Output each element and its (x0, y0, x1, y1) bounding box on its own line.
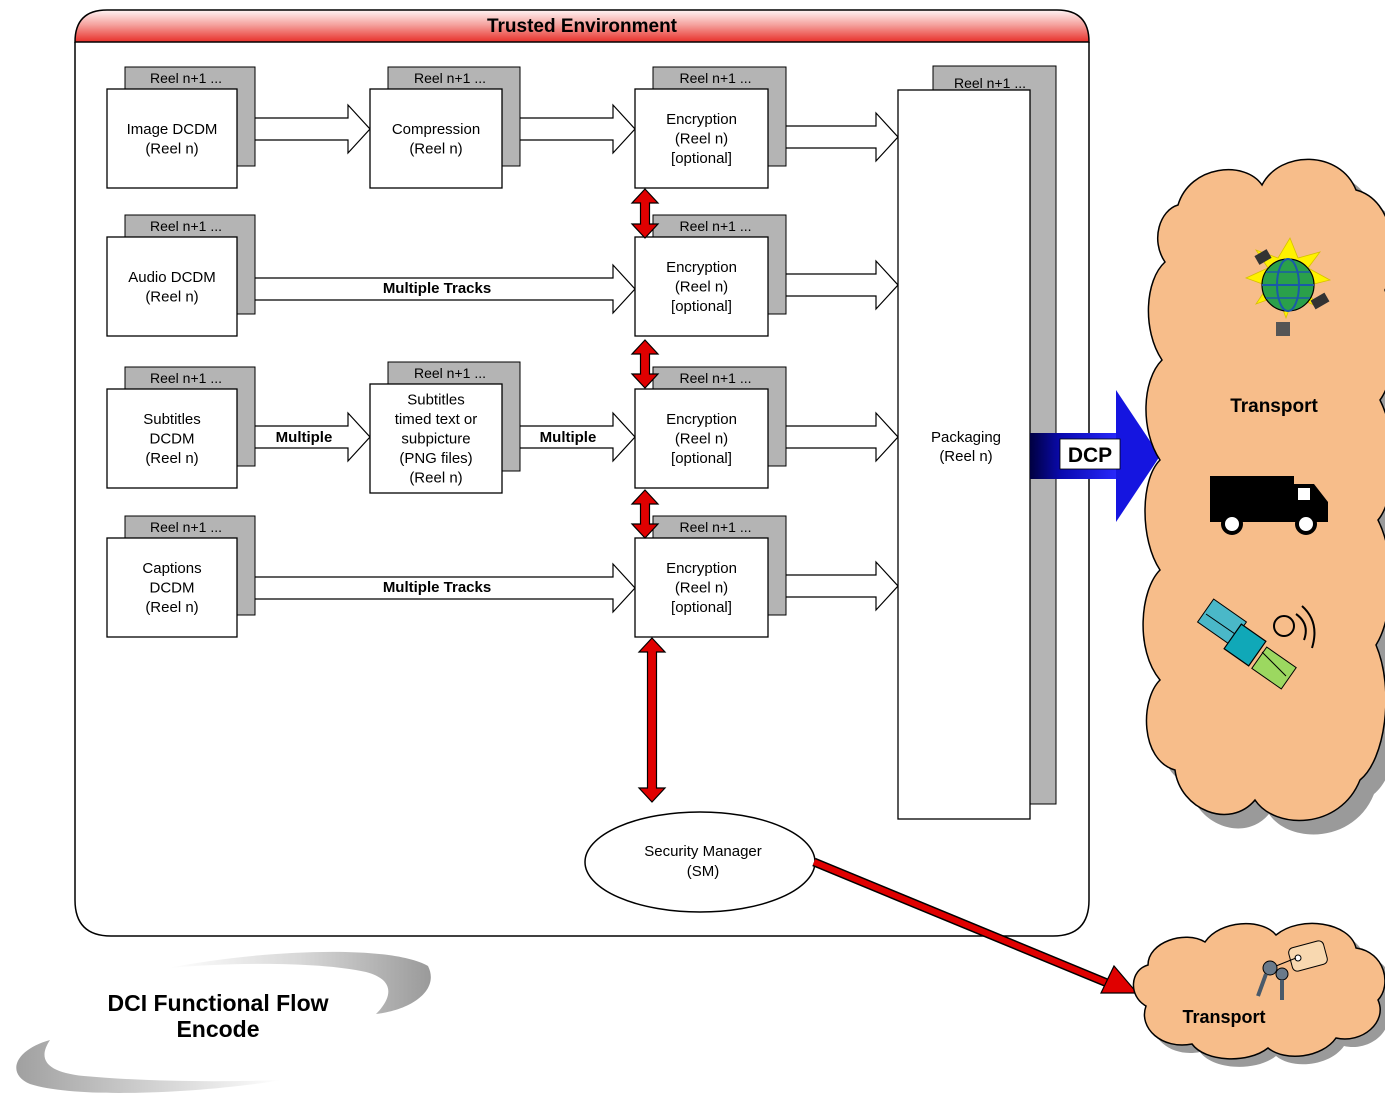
image-dcdm: Reel n+1 ... Image DCDM (Reel n) (106, 66, 256, 189)
truck-icon (1210, 476, 1328, 535)
security-manager: Security Manager (SM) (584, 811, 816, 913)
transport-cloud: Transport (1142, 158, 1385, 835)
encryption-4-label-2: [optional] (671, 599, 732, 616)
compression-label-1: (Reel n) (409, 140, 462, 157)
key-transport-label: Transport (1182, 1007, 1265, 1027)
encryption-3: Reel n+1 ... Encryption (Reel n) [optional] (634, 366, 787, 489)
process-boxes: Reel n+1 ...Image DCDM(Reel n)Reel n+1 .… (106, 65, 1057, 820)
encryption-3-label-2: [optional] (671, 450, 732, 467)
audio-dcdm-label-0: Audio DCDM (128, 269, 216, 286)
compression-next-reel-label: Reel n+1 ... (414, 70, 486, 86)
encryption-4-label-0: Encryption (666, 560, 737, 577)
key-arrow-enc4-security-manager (637, 637, 667, 803)
image-dcdm-next-reel-label: Reel n+1 ... (150, 70, 222, 86)
subtitles-dcdm-label-1: DCDM (150, 431, 195, 448)
audio-dcdm: Reel n+1 ... Audio DCDM (Reel n) (106, 214, 256, 337)
subtitles-dcdm-label-2: (Reel n) (145, 450, 198, 467)
key-arrows (630, 188, 667, 803)
encryption-2: Reel n+1 ... Encryption (Reel n) [optional] (634, 214, 787, 337)
encryption-1-box (634, 88, 769, 189)
compression-label-0: Compression (392, 121, 480, 138)
encryption-4-label-1: (Reel n) (675, 580, 728, 597)
captions-dcdm-label-2: (Reel n) (145, 599, 198, 616)
subtitle-processing-box (369, 383, 503, 494)
key-arrow-enc1-enc2 (630, 188, 660, 239)
keys-icon (1256, 940, 1328, 1000)
footer-title: DCI Functional Flow Encode (16, 951, 431, 1093)
encryption-3-box (634, 388, 769, 489)
audio-tracks-label: Multiple Tracks (383, 280, 491, 297)
compression: Reel n+1 ... Compression (Reel n) (369, 66, 521, 189)
arrow-audio-to-encryption (236, 263, 636, 315)
subtitles-dcdm-label-0: Subtitles (143, 411, 201, 428)
encryption-2-label-2: [optional] (671, 298, 732, 315)
encryption-1-label-2: [optional] (671, 150, 732, 167)
captions-tracks-label: Multiple Tracks (383, 579, 491, 596)
encryption-3-label-0: Encryption (666, 411, 737, 428)
encryption-2-label-0: Encryption (666, 259, 737, 276)
encryption-1-next-reel-label: Reel n+1 ... (680, 70, 752, 86)
key-transport-cloud: Transport (1132, 922, 1385, 1067)
subtitle-processing-label-3: (PNG files) (399, 450, 472, 467)
dcp-arrow: DCP (1030, 390, 1160, 522)
key-arrow-enc2-enc3 (630, 339, 660, 389)
subtitles-multiple-label-b: Multiple (540, 429, 597, 446)
transport-label: Transport (1230, 396, 1318, 417)
trusted-environment-header (74, 9, 1090, 43)
encryption-4-box (634, 537, 769, 638)
packaging: Reel n+1 ... Packaging (Reel n) (897, 65, 1057, 820)
audio-dcdm-next-reel-label: Reel n+1 ... (150, 218, 222, 234)
subtitle-processing-label-2: subpicture (401, 431, 470, 448)
encryption-1: Reel n+1 ... Encryption (Reel n) [optional] (634, 66, 787, 189)
trusted-environment-title: Trusted Environment (487, 16, 678, 37)
footer-title-line2: Encode (176, 1016, 259, 1042)
encryption-4-next-reel-label: Reel n+1 ... (680, 519, 752, 535)
captions-dcdm-next-reel-label: Reel n+1 ... (150, 519, 222, 535)
encryption-2-box (634, 236, 769, 337)
footer-title-line1: DCI Functional Flow (107, 990, 328, 1016)
subtitle-processing-next-reel-label: Reel n+1 ... (414, 365, 486, 381)
subtitle-processing-label-0: Subtitles (407, 392, 465, 409)
key-arrow-enc3-enc4 (630, 489, 660, 539)
subtitles-dcdm-box (106, 388, 238, 489)
encryption-1-label-0: Encryption (666, 111, 737, 128)
encryption-3-next-reel-label: Reel n+1 ... (680, 370, 752, 386)
encryption-4: Reel n+1 ... Encryption (Reel n) [optional] (634, 515, 787, 638)
subtitles-multiple-label-a: Multiple (276, 429, 333, 446)
image-dcdm-label-1: (Reel n) (145, 140, 198, 157)
subtitle-processing-label-4: (Reel n) (409, 470, 462, 487)
packaging-label-0: Packaging (931, 429, 1001, 446)
captions-dcdm-box (106, 537, 238, 638)
globe-satellite-icon (1244, 237, 1332, 336)
subtitles-dcdm-next-reel-label: Reel n+1 ... (150, 370, 222, 386)
image-dcdm-label-0: Image DCDM (127, 121, 218, 138)
compression-box (369, 88, 503, 189)
packaging-next-reel-label: Reel n+1 ... (954, 75, 1026, 91)
packaging-label-1: (Reel n) (939, 448, 992, 465)
encryption-2-next-reel-label: Reel n+1 ... (680, 218, 752, 234)
encryption-3-label-1: (Reel n) (675, 431, 728, 448)
dcp-label: DCP (1068, 444, 1112, 467)
key-delivery-arrow (812, 857, 1139, 994)
security-manager-label: Security Manager (644, 843, 762, 860)
satellite-icon (1196, 598, 1316, 690)
audio-dcdm-label-1: (Reel n) (145, 288, 198, 305)
captions-dcdm-label-0: Captions (142, 560, 201, 577)
security-manager-abbrev: (SM) (687, 863, 720, 880)
captions-dcdm-label-1: DCDM (150, 580, 195, 597)
packaging-box (897, 89, 1031, 820)
audio-dcdm-box (106, 236, 238, 337)
encryption-1-label-1: (Reel n) (675, 131, 728, 148)
encryption-2-label-1: (Reel n) (675, 279, 728, 296)
arrow-captions-to-encryption (236, 562, 636, 614)
trusted-environment: Trusted Environment (74, 9, 1090, 937)
subtitle-processing: Reel n+1 ... Subtitles timed text or subpic… (369, 361, 521, 494)
image-dcdm-box (106, 88, 238, 189)
subtitle-processing-label-1: timed text or (395, 411, 478, 428)
